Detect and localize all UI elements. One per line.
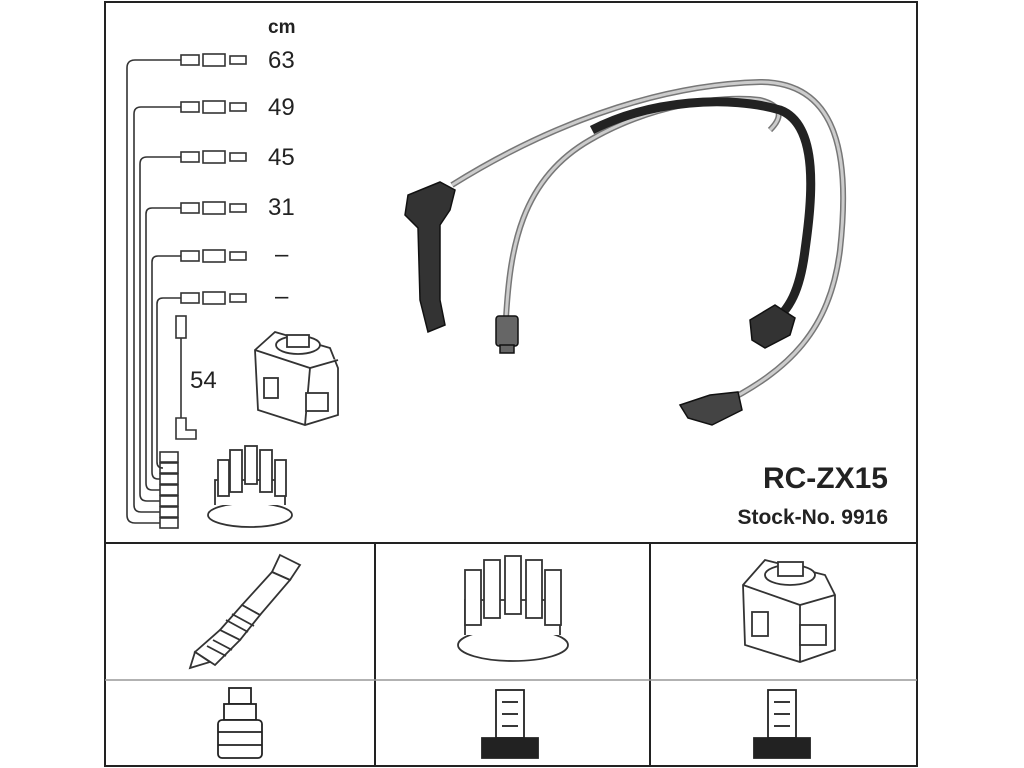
unit-label: cm xyxy=(268,17,295,38)
coil-tower-connector-icon xyxy=(753,689,811,759)
plug-boot-connector-icon xyxy=(217,687,263,759)
lead-length-2: 49 xyxy=(268,94,295,121)
lead-connector-glyph-2 xyxy=(180,100,247,114)
frame xyxy=(104,1,918,767)
tower-connector-icon xyxy=(481,689,539,759)
distributor-cap-icon xyxy=(207,445,293,528)
lead-length-5: – xyxy=(275,241,289,268)
lead-connector-glyph-4 xyxy=(180,201,247,215)
lead-connector-glyph-1 xyxy=(180,53,247,67)
ignition-coil-large-icon xyxy=(742,558,836,663)
distributor-cap-large-icon xyxy=(457,555,569,662)
lead-length-6: – xyxy=(275,283,289,310)
angled-boot-lower-icon xyxy=(678,391,743,426)
lead-bottom-terminals xyxy=(159,451,179,529)
ignition-lead-set-drawing xyxy=(450,78,847,408)
lead-length-1: 63 xyxy=(268,47,295,74)
lead-length-schematic xyxy=(126,53,247,529)
long-plug-boot-icon xyxy=(404,181,456,334)
coil-lead-length: 54 xyxy=(190,367,217,394)
spark-plug-icon xyxy=(188,553,302,670)
coil-lead-glyph xyxy=(175,315,197,440)
stock-number: Stock-No. 9916 xyxy=(737,506,888,529)
lead-length-3: 45 xyxy=(268,144,295,171)
lead-length-4: 31 xyxy=(268,194,295,221)
ignition-coil-icon xyxy=(254,330,339,426)
lead-connector-glyph-5 xyxy=(180,249,247,263)
straight-boot-icon xyxy=(495,315,519,354)
angled-boot-upper-icon xyxy=(749,304,796,349)
part-number: RC-ZX15 xyxy=(763,462,888,495)
lead-connector-glyph-6 xyxy=(180,291,247,305)
lead-connector-glyph-3 xyxy=(180,150,247,164)
